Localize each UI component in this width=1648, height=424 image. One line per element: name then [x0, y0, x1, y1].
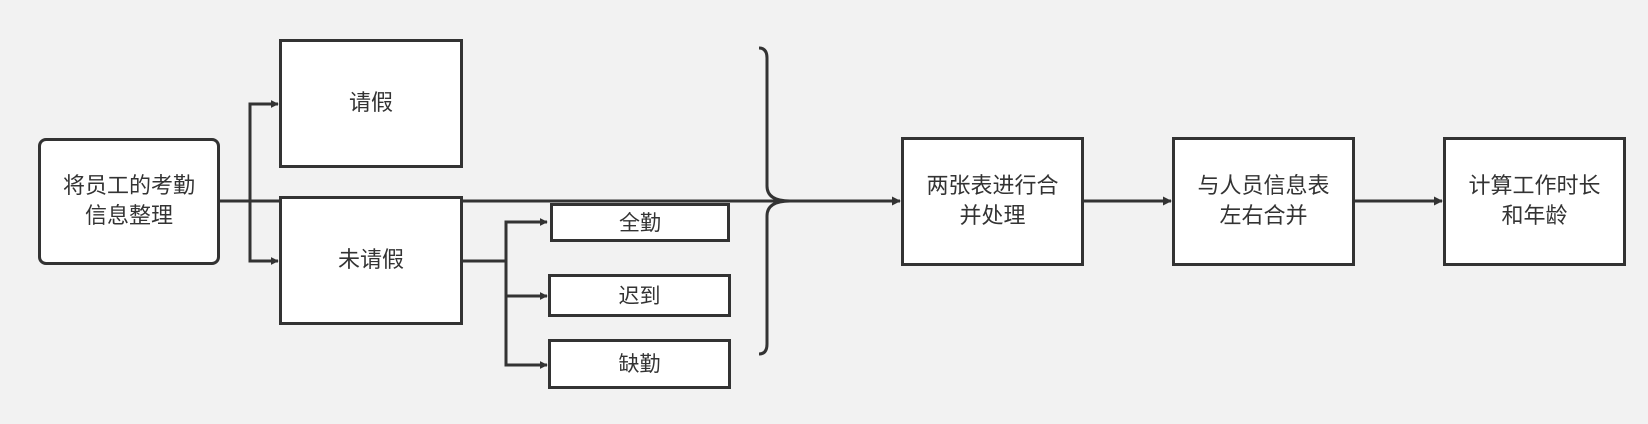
node-compute-label: 计算工作时长 和年龄: [1468, 173, 1601, 229]
node-leave-label: 请假: [348, 90, 393, 116]
node-merge-tables: 两张表进行合 并处理: [901, 137, 1084, 266]
connector-no-leave-to-late: [504, 261, 548, 300]
connector-no-leave-to-absent: [504, 296, 548, 369]
node-absent: 缺勤: [548, 339, 731, 389]
node-no-leave-label: 未请假: [337, 247, 404, 273]
connector-start-to-leave: [218, 100, 279, 203]
node-late-label: 迟到: [618, 283, 661, 308]
node-start: 将员工的考勤 信息整理: [38, 138, 220, 265]
node-full-attendance: 全勤: [550, 203, 730, 242]
node-late: 迟到: [548, 274, 731, 317]
node-merge-tables-label: 两张表进行合 并处理: [926, 173, 1059, 229]
node-compute: 计算工作时长 和年龄: [1443, 137, 1626, 266]
node-merge-staff: 与人员信息表 左右合并: [1172, 137, 1355, 266]
node-full-label: 全勤: [619, 210, 661, 235]
node-leave: 请假: [279, 39, 463, 168]
connector-no-leave-to-full: [463, 218, 548, 263]
node-no-leave: 未请假: [279, 196, 463, 325]
node-start-label: 将员工的考勤 信息整理: [62, 173, 195, 229]
curly-brace: [758, 46, 791, 356]
connector-start-to-no-leave: [248, 201, 279, 265]
node-absent-label: 缺勤: [618, 352, 661, 376]
node-merge-staff-label: 与人员信息表 左右合并: [1197, 173, 1330, 229]
